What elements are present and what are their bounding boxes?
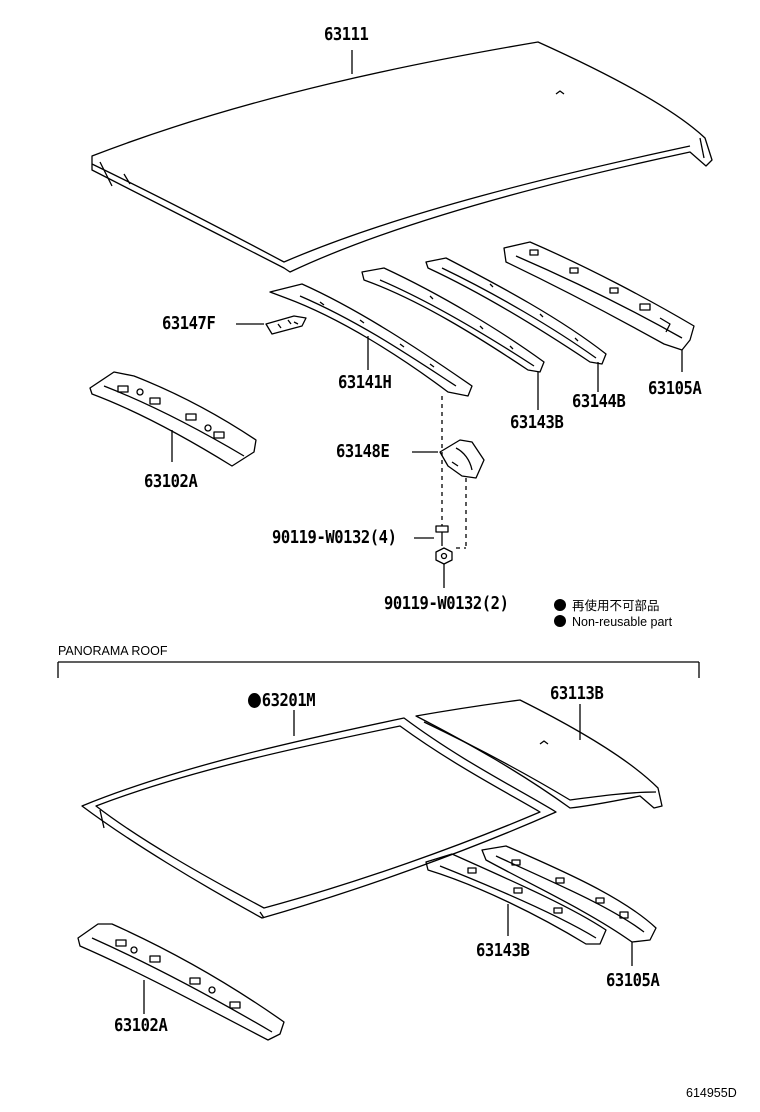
- label-63102A-lower: 63102A: [114, 1015, 168, 1036]
- bracket-63148E: [412, 439, 485, 479]
- roof-panel-63113B: [415, 699, 663, 809]
- roof-bow-63143B-lower: [425, 853, 607, 945]
- label-63141H: 63141H: [338, 372, 392, 393]
- non-reusable-dot-icon: [554, 599, 566, 611]
- bracket-63147F: [236, 315, 307, 335]
- non-reusable-dot-icon: [554, 615, 566, 627]
- roof-bow-63143B: [361, 267, 545, 410]
- label-63144B: 63144B: [572, 391, 626, 412]
- bolt-90119: [414, 525, 449, 546]
- roof-rail-63105A: [503, 241, 695, 372]
- legend-jp-text: 再使用不可部品: [572, 599, 660, 613]
- label-63148E: 63148E: [336, 441, 390, 462]
- roof-bow-63141H: [269, 283, 473, 397]
- label-bolt: 90119-W0132(4): [272, 527, 397, 548]
- label-63102A: 63102A: [144, 471, 198, 492]
- label-63201M: 63201M: [248, 690, 316, 711]
- nut-90119: [435, 547, 453, 588]
- legend-en: Non-reusable part: [554, 615, 672, 629]
- label-63111: 63111: [324, 24, 369, 45]
- label-63113B: 63113B: [550, 683, 604, 704]
- label-63105A-lower: 63105A: [606, 970, 660, 991]
- roof-bow-63144B: [425, 257, 607, 392]
- illustration-id: 614955D: [686, 1086, 737, 1100]
- label-63143B: 63143B: [510, 412, 564, 433]
- fastener-guides: [441, 396, 467, 549]
- label-63201M-text: 63201M: [261, 690, 316, 711]
- front-header-63102A: [89, 371, 257, 467]
- label-nut: 90119-W0132(2): [384, 593, 509, 614]
- glass-63201M: [81, 710, 557, 919]
- label-63105A: 63105A: [648, 378, 702, 399]
- label-63143B-lower: 63143B: [476, 940, 530, 961]
- legend-en-text: Non-reusable part: [572, 615, 673, 629]
- roof-rail-63105A-lower: [481, 845, 657, 966]
- section-bracket: [57, 661, 700, 678]
- front-header-63102A-lower: [77, 923, 285, 1041]
- non-reusable-dot-icon: [248, 693, 261, 708]
- legend-jp: 再使用不可部品: [554, 595, 660, 614]
- section-title: PANORAMA ROOF: [58, 644, 168, 658]
- roof-panel-63111: [91, 41, 713, 273]
- label-63147F: 63147F: [162, 313, 216, 334]
